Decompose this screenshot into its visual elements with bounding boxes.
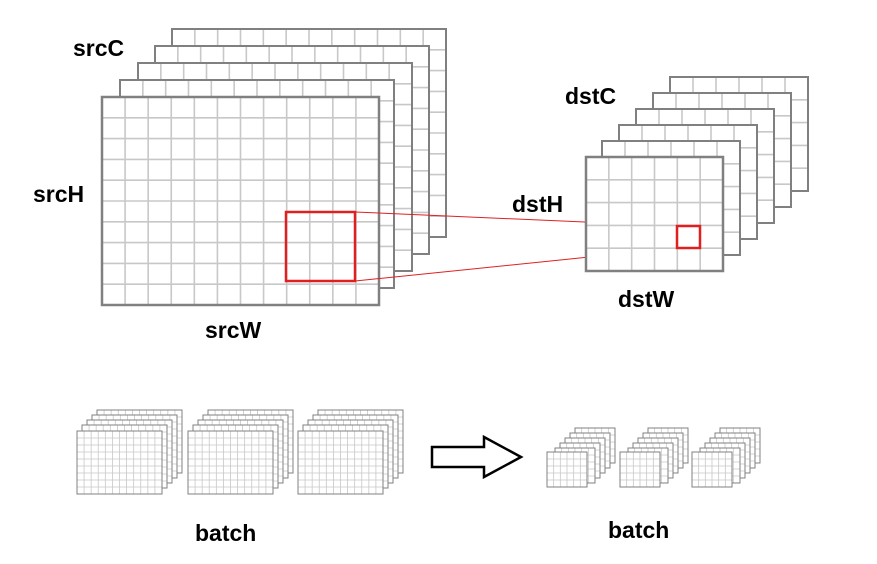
dst-output-cell <box>675 224 702 250</box>
batch-src-stack-2 <box>187 409 294 495</box>
batch-src-stack-3 <box>297 409 404 495</box>
src-pooling-window <box>284 210 357 283</box>
label-src-channels: srcC <box>73 35 124 61</box>
label-src-height: srcH <box>33 181 84 207</box>
batch-dst-1-layer-0 <box>546 451 588 488</box>
label-dst-height: dstH <box>512 191 563 217</box>
batch-dst-stack-1 <box>546 427 616 488</box>
label-dst-channels: dstC <box>565 83 616 109</box>
dst-layer-0 <box>584 155 725 273</box>
batch-dst-stack-2 <box>619 427 689 488</box>
label-batch-src: batch <box>195 520 256 546</box>
batch-src-stack-1 <box>76 409 183 495</box>
label-src-width: srcW <box>205 317 262 343</box>
batch-src-2-layer-0 <box>187 430 274 495</box>
batch-dst-2-layer-0 <box>619 451 661 488</box>
label-dst-width: dstW <box>618 286 675 312</box>
batch-src-1-layer-0 <box>76 430 163 495</box>
transform-arrow-icon <box>430 434 524 480</box>
batch-dst-3-layer-0 <box>691 451 733 488</box>
batch-dst-stack-3 <box>691 427 761 488</box>
src-layer-1 <box>100 95 381 307</box>
label-batch-dst: batch <box>608 517 669 543</box>
batch-src-3-layer-0 <box>297 430 384 495</box>
src-feature-map-stack <box>100 28 447 307</box>
dst-feature-map-stack <box>584 76 809 273</box>
